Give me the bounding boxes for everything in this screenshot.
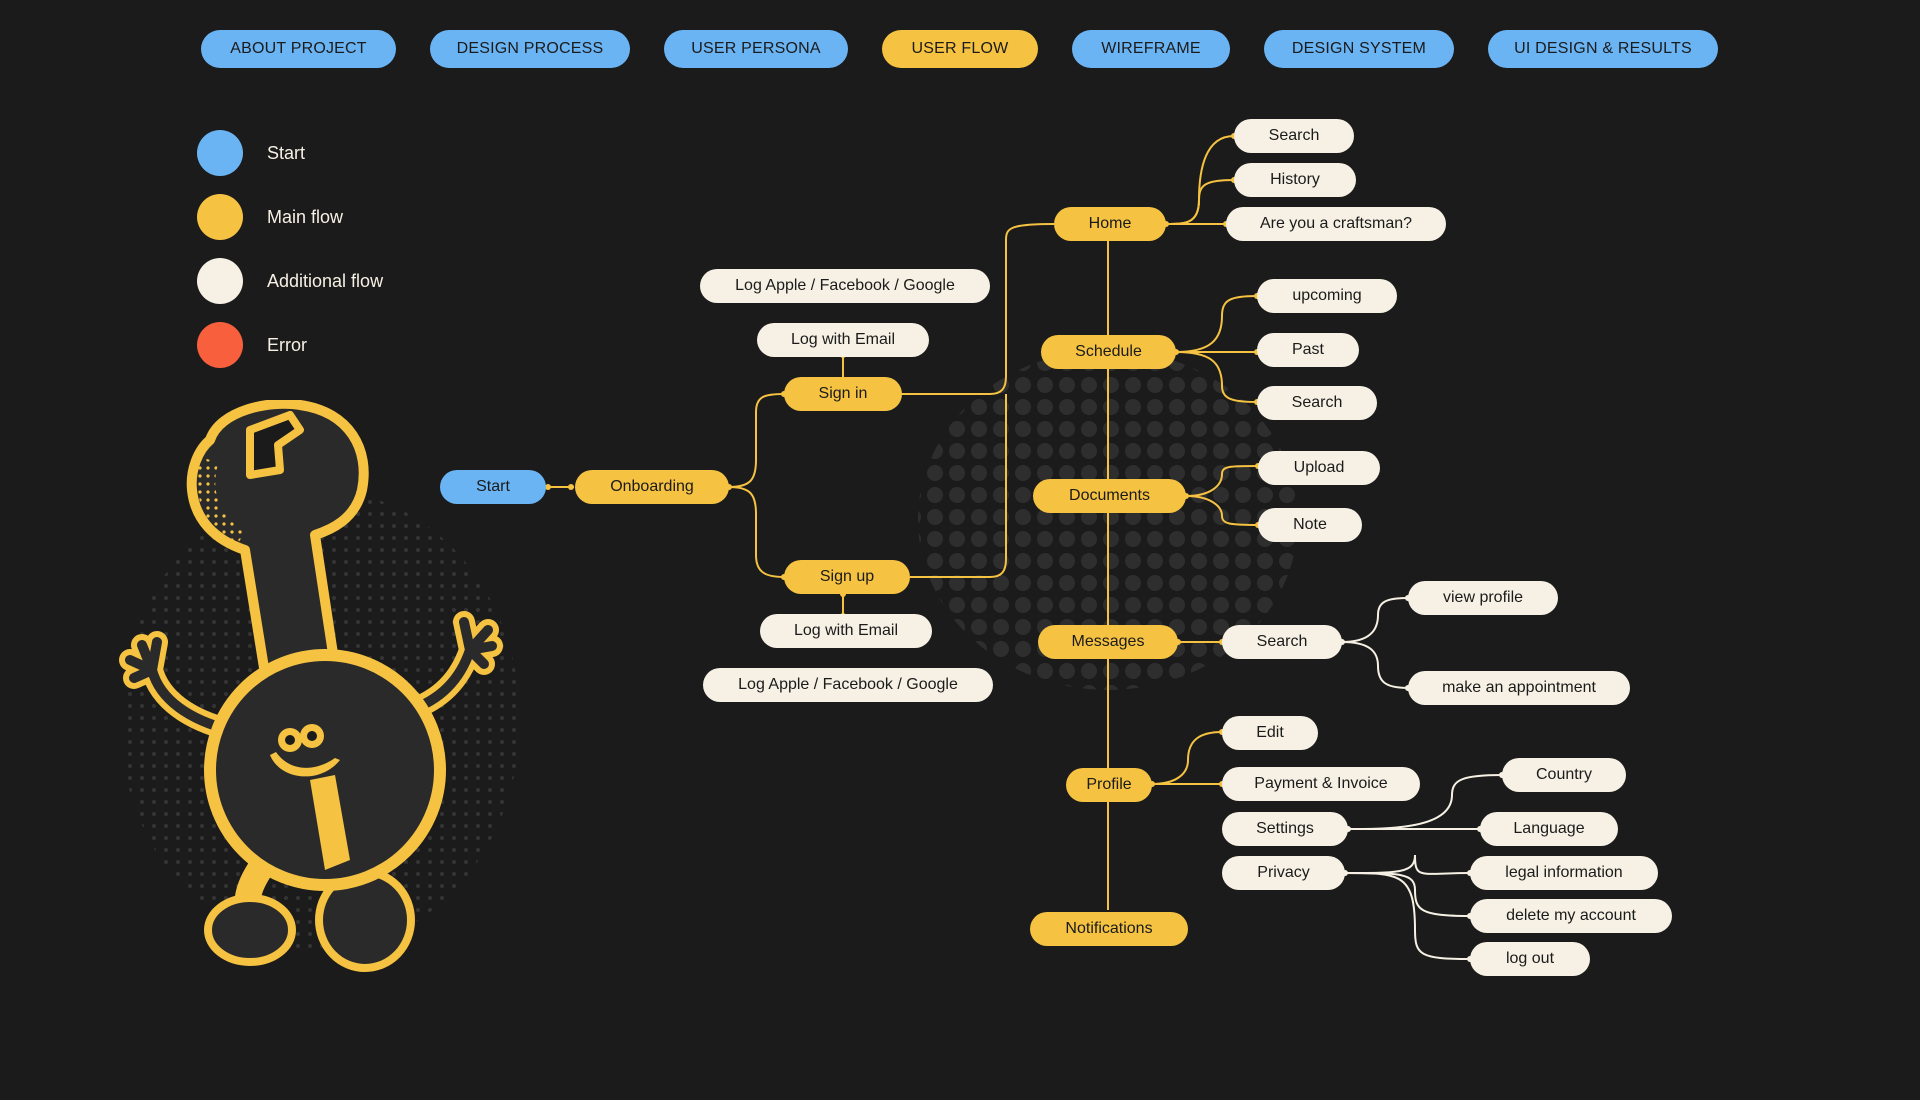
node-messages-search[interactable]: Search	[1222, 625, 1342, 659]
node-documents[interactable]: Documents	[1033, 479, 1186, 513]
node-documents-upload[interactable]: Upload	[1258, 451, 1380, 485]
node-sign-up[interactable]: Sign up	[784, 560, 910, 594]
node-view-profile[interactable]: view profile	[1408, 581, 1558, 615]
node-privacy-logout[interactable]: log out	[1470, 942, 1590, 976]
node-start[interactable]: Start	[440, 470, 546, 504]
node-make-appointment[interactable]: make an appointment	[1408, 671, 1630, 705]
node-home-history[interactable]: History	[1234, 163, 1356, 197]
node-profile[interactable]: Profile	[1066, 768, 1152, 802]
node-profile-settings[interactable]: Settings	[1222, 812, 1348, 846]
node-home[interactable]: Home	[1054, 207, 1166, 241]
node-sign-in-social[interactable]: Log Apple / Facebook / Google	[700, 269, 990, 303]
node-notifications[interactable]: Notifications	[1030, 912, 1188, 946]
node-settings-country[interactable]: Country	[1502, 758, 1626, 792]
node-sign-up-email[interactable]: Log with Email	[760, 614, 932, 648]
node-privacy-legal[interactable]: legal information	[1470, 856, 1658, 890]
node-sign-in[interactable]: Sign in	[784, 377, 902, 411]
node-messages[interactable]: Messages	[1038, 625, 1178, 659]
node-onboarding[interactable]: Onboarding	[575, 470, 729, 504]
node-schedule-past[interactable]: Past	[1257, 333, 1359, 367]
node-home-search[interactable]: Search	[1234, 119, 1354, 153]
node-schedule-upcoming[interactable]: upcoming	[1257, 279, 1397, 313]
node-sign-up-social[interactable]: Log Apple / Facebook / Google	[703, 668, 993, 702]
node-profile-privacy[interactable]: Privacy	[1222, 856, 1345, 890]
node-schedule-search[interactable]: Search	[1257, 386, 1377, 420]
node-home-craftsman[interactable]: Are you a craftsman?	[1226, 207, 1446, 241]
node-schedule[interactable]: Schedule	[1041, 335, 1176, 369]
node-profile-payment[interactable]: Payment & Invoice	[1222, 767, 1420, 801]
node-settings-language[interactable]: Language	[1480, 812, 1618, 846]
node-sign-in-email[interactable]: Log with Email	[757, 323, 929, 357]
node-documents-note[interactable]: Note	[1258, 508, 1362, 542]
node-privacy-delete[interactable]: delete my account	[1470, 899, 1672, 933]
node-profile-edit[interactable]: Edit	[1222, 716, 1318, 750]
